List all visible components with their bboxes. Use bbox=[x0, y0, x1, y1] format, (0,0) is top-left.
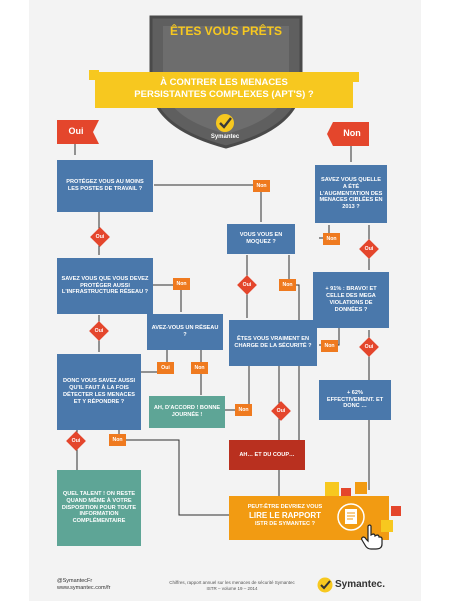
rapport-line3: ISTR DE SYMANTEC ? bbox=[255, 520, 315, 527]
symantec-logo-icon bbox=[317, 577, 333, 593]
footer-website[interactable]: www.symantec.com/fr bbox=[57, 585, 111, 592]
infographic-page: ÊTES VOUS PRÊTS À CONTRER LES MENACES PE… bbox=[29, 0, 421, 601]
answer-non: Non bbox=[323, 233, 340, 245]
answer-non: Non bbox=[279, 279, 296, 291]
footer-twitter[interactable]: @SymantecFr bbox=[57, 578, 93, 584]
shield-brand: Symantec bbox=[210, 134, 240, 140]
footer-contact: @SymantecFr www.symantec.com/fr bbox=[57, 578, 110, 592]
result-coup: AH… ET DU COUP… bbox=[229, 440, 305, 470]
result-effectivement: + 62% EFFECTIVEMENT. ET DONC … bbox=[319, 380, 391, 420]
pixel-decoration bbox=[325, 482, 339, 496]
question-augmentation: SAVEZ VOUS QUELLE A ÉTÉ L'AUGMENTATION D… bbox=[315, 165, 387, 223]
result-rapport: PEUT-ÊTRE DEVRIEZ VOUS LIRE LE RAPPORT I… bbox=[229, 496, 389, 540]
question-detecter: DONC VOUS SAVEZ AUSSI QU'IL FAUT À LA FO… bbox=[57, 354, 141, 430]
footer-source-line2: ISTR – volume 19 – 2014 bbox=[206, 585, 258, 591]
pointer-hand-icon bbox=[361, 524, 383, 550]
answer-non: Non bbox=[321, 340, 338, 352]
answer-oui: Oui bbox=[89, 321, 109, 341]
answer-non: Non bbox=[191, 362, 208, 374]
pixel-decoration bbox=[391, 506, 401, 516]
pixel-decoration bbox=[355, 482, 367, 494]
answer-oui: Oui bbox=[271, 401, 291, 421]
footer-source: Chiffres, rapport annuel sur les menaces… bbox=[157, 580, 307, 592]
answer-non: Non bbox=[253, 180, 270, 192]
question-moquez: VOUS VOUS EN MOQUEZ ? bbox=[227, 224, 295, 254]
result-talent: QUEL TALENT ! ON RESTE QUAND MÊME À VOTR… bbox=[57, 470, 141, 546]
question-infrastructure: SAVEZ VOUS QUE VOUS DEVEZ PROTÉGER AUSSI… bbox=[57, 258, 153, 314]
oui-flag-icon bbox=[57, 120, 99, 144]
answer-oui: Oui bbox=[359, 337, 379, 357]
pixel-decoration bbox=[89, 70, 99, 80]
question-reseau: AVEZ-VOUS UN RÉSEAU ? bbox=[147, 314, 223, 350]
pixel-decoration bbox=[341, 488, 351, 498]
answer-non: Non bbox=[109, 434, 126, 446]
pixel-decoration bbox=[349, 72, 359, 82]
question-securite: ÊTES VOUS VRAIMENT EN CHARGE DE LA SÉCUR… bbox=[229, 320, 317, 366]
subtitle-line2: PERSISTANTES COMPLEXES (APT'S) ? bbox=[134, 89, 314, 101]
answer-oui-main: Oui bbox=[68, 126, 84, 136]
answer-oui: Oui bbox=[359, 239, 379, 259]
answer-oui: Oui bbox=[90, 227, 110, 247]
answer-oui: Oui bbox=[237, 275, 257, 295]
subtitle-banner: À CONTRER LES MENACES PERSISTANTES COMPL… bbox=[95, 72, 353, 108]
footer-brand: Symantec. bbox=[335, 579, 386, 590]
answer-non: Non bbox=[235, 404, 252, 416]
subtitle-line1: À CONTRER LES MENACES bbox=[160, 77, 288, 88]
footer-source-line1: Chiffres, rapport annuel sur les menaces… bbox=[169, 580, 295, 585]
answer-oui: Oui bbox=[66, 431, 86, 451]
symantec-check-icon bbox=[216, 114, 234, 132]
page-title: ÊTES VOUS PRÊTS bbox=[169, 24, 283, 38]
rapport-line2: LIRE LE RAPPORT bbox=[248, 510, 321, 520]
answer-non-main: Non bbox=[343, 128, 361, 138]
question-bravo: + 91% : BRAVO! ET CELLE DES MEGA VIOLATI… bbox=[313, 272, 389, 328]
rapport-line1: PEUT-ÊTRE DEVRIEZ VOUS bbox=[247, 504, 323, 510]
result-accord: AH, D'ACCORD ! BONNE JOURNÉE ! bbox=[149, 396, 225, 428]
answer-non: Non bbox=[173, 278, 190, 290]
question-postes: PROTÉGEZ VOUS AU MOINS LES POSTES DE TRA… bbox=[57, 160, 153, 212]
non-flag-icon bbox=[327, 122, 369, 146]
report-document-icon bbox=[337, 503, 365, 531]
answer-oui-tag: Oui bbox=[157, 362, 174, 374]
pixel-decoration bbox=[381, 520, 393, 532]
